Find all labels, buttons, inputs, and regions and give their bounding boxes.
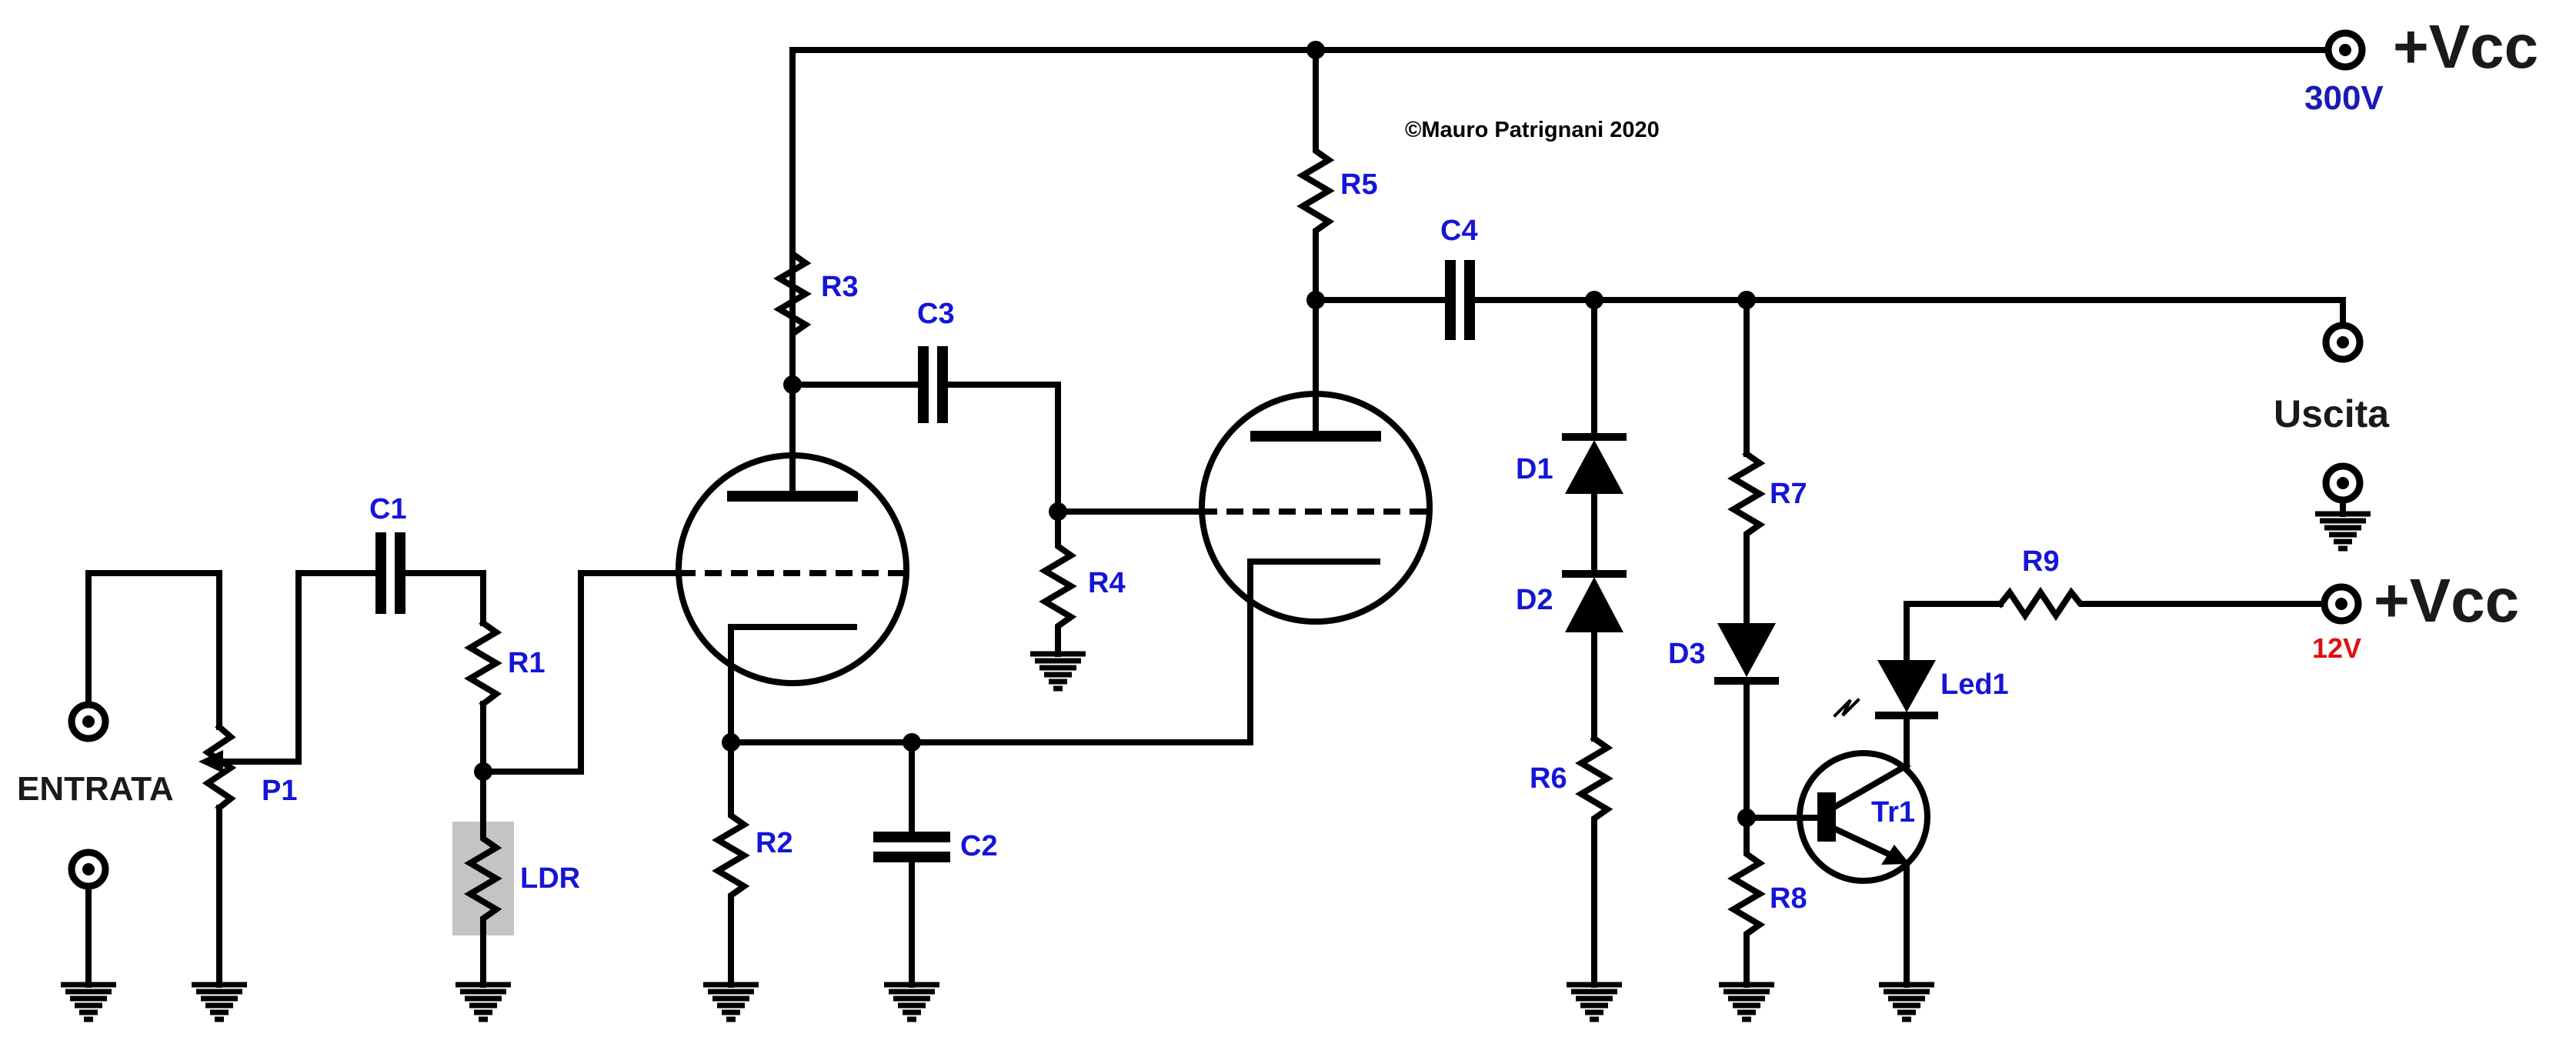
ground-icon	[884, 982, 939, 1022]
r4-label: R4	[1088, 567, 1126, 599]
ground-icon	[703, 982, 759, 1022]
hv-voltage-label: 300V	[2304, 79, 2384, 117]
output-label: Uscita	[2274, 392, 2390, 435]
hv-supply-terminal	[2324, 29, 2366, 71]
ldr-label: LDR	[520, 862, 580, 895]
resistor-r8	[1727, 815, 1766, 988]
r1-label: R1	[508, 647, 546, 679]
d3-label: D3	[1668, 638, 1706, 670]
ground-icon	[455, 982, 511, 1022]
input-terminal-top	[68, 701, 109, 742]
c3-label: C3	[917, 298, 955, 330]
diode-d2	[1562, 570, 1627, 632]
d2-label: D2	[1516, 584, 1553, 616]
c4-label: C4	[1440, 215, 1478, 247]
ground-icon	[192, 982, 247, 1022]
ground-symbols	[61, 511, 2371, 1022]
ground-icon	[1719, 982, 1774, 1022]
capacitor-c3	[918, 346, 948, 423]
resistor-r5	[1296, 47, 1335, 303]
resistor-r9	[1996, 586, 2327, 622]
resistor-r3	[773, 248, 812, 388]
input-label: ENTRATA	[17, 770, 174, 808]
d1-label: D1	[1516, 453, 1553, 485]
ground-icon	[1030, 651, 1086, 692]
resistor-r4	[1039, 508, 1077, 657]
lv-voltage-label: 12V	[2312, 632, 2361, 664]
resistor-r7	[1727, 449, 1766, 626]
hv-supply-label: +Vcc	[2393, 12, 2538, 81]
diode-d3	[1714, 623, 1779, 685]
tr1-label: Tr1	[1871, 796, 1915, 829]
led1-label: Led1	[1940, 669, 2009, 701]
output-terminal-ground	[2322, 462, 2364, 504]
transistor-tr1	[1797, 750, 1930, 884]
r6-label: R6	[1530, 762, 1567, 795]
diode-d1	[1562, 433, 1627, 494]
ground-icon	[1879, 982, 1934, 1022]
capacitor-c2	[873, 832, 950, 862]
r5-label: R5	[1340, 168, 1378, 201]
potentiometer-p1	[199, 570, 302, 988]
ground-icon	[1567, 982, 1622, 1022]
ground-icon	[61, 982, 116, 1022]
input-terminal-bottom	[68, 849, 109, 890]
p1-label: P1	[262, 775, 297, 807]
led-led1	[1833, 660, 1938, 719]
lv-supply-terminal	[2321, 583, 2362, 625]
r3-label: R3	[821, 271, 859, 303]
capacitor-c4	[1445, 260, 1475, 340]
capacitor-c1	[375, 532, 405, 614]
copyright-text: ©Mauro Patrignani 2020	[1405, 118, 1660, 142]
resistor-r2	[712, 739, 750, 988]
r2-label: R2	[756, 827, 793, 859]
output-terminal-signal	[2322, 322, 2364, 363]
c1-label: C1	[369, 493, 407, 525]
resistor-r1	[464, 619, 502, 709]
resistor-r6	[1575, 734, 1613, 988]
r7-label: R7	[1770, 478, 1807, 510]
ldr-photoresistor	[452, 819, 514, 939]
c2-label: C2	[960, 830, 998, 862]
r8-label: R8	[1770, 882, 1807, 915]
lv-supply-label: +Vcc	[2374, 566, 2519, 635]
r9-label: R9	[2022, 545, 2060, 578]
ground-icon	[2315, 511, 2371, 552]
